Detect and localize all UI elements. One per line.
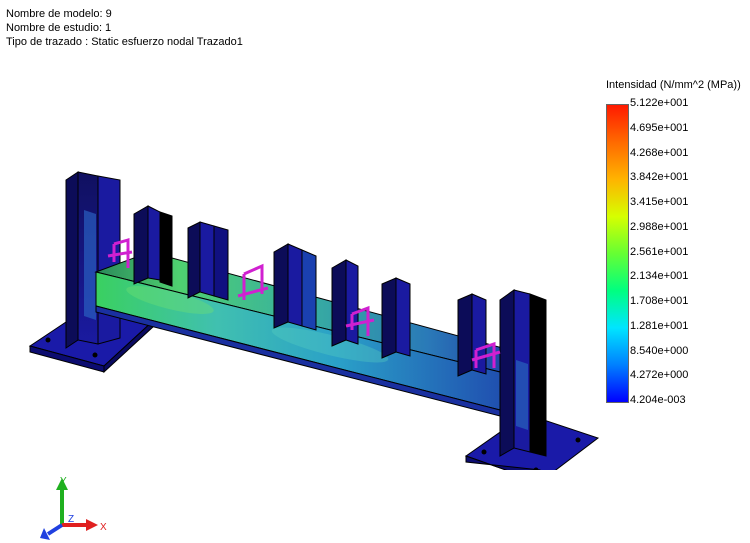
legend-tick-label: 8.540e+000 bbox=[630, 344, 689, 357]
legend-tick-label: 2.561e+001 bbox=[630, 245, 689, 258]
legend-title: Intensidad (N/mm^2 (MPa)) bbox=[606, 79, 741, 91]
study-name-label: Nombre de estudio: 1 bbox=[6, 22, 112, 34]
legend-tick-label: 4.272e+000 bbox=[630, 369, 689, 382]
legend-tick-label: 4.204e-003 bbox=[630, 394, 686, 406]
stress-plot-model[interactable] bbox=[0, 0, 600, 470]
legend-tick-label: 3.842e+001 bbox=[630, 171, 689, 184]
triad-y-label: Y bbox=[60, 476, 67, 487]
triad-x-label: X bbox=[100, 522, 107, 533]
plot-type-label: Tipo de trazado : Static esfuerzo nodal … bbox=[6, 36, 243, 48]
legend-tick-label: 4.268e+001 bbox=[630, 146, 689, 159]
right-column bbox=[499, 289, 547, 457]
stiffener-plates bbox=[133, 205, 487, 377]
legend-tick-label: 2.134e+001 bbox=[630, 270, 689, 283]
coordinate-triad: Y X Z bbox=[40, 476, 107, 540]
fixture-symbols bbox=[107, 238, 501, 368]
legend-tick-label: 1.708e+001 bbox=[630, 295, 689, 307]
study-info: Nombre de modelo: 9 Nombre de estudio: 1… bbox=[6, 7, 243, 49]
model-name-label: Nombre de modelo: 9 bbox=[6, 8, 112, 20]
legend-tick-label: 2.988e+001 bbox=[630, 220, 689, 233]
triad-z-label: Z bbox=[68, 514, 74, 525]
legend-tick-label: 1.281e+001 bbox=[630, 319, 689, 332]
legend-color-bar bbox=[606, 104, 629, 403]
left-column bbox=[65, 171, 121, 349]
legend-tick-label: 4.695e+001 bbox=[630, 121, 689, 134]
legend-tick-label: 5.122e+001 bbox=[630, 97, 689, 109]
legend-tick-label: 3.415e+001 bbox=[630, 196, 689, 208]
